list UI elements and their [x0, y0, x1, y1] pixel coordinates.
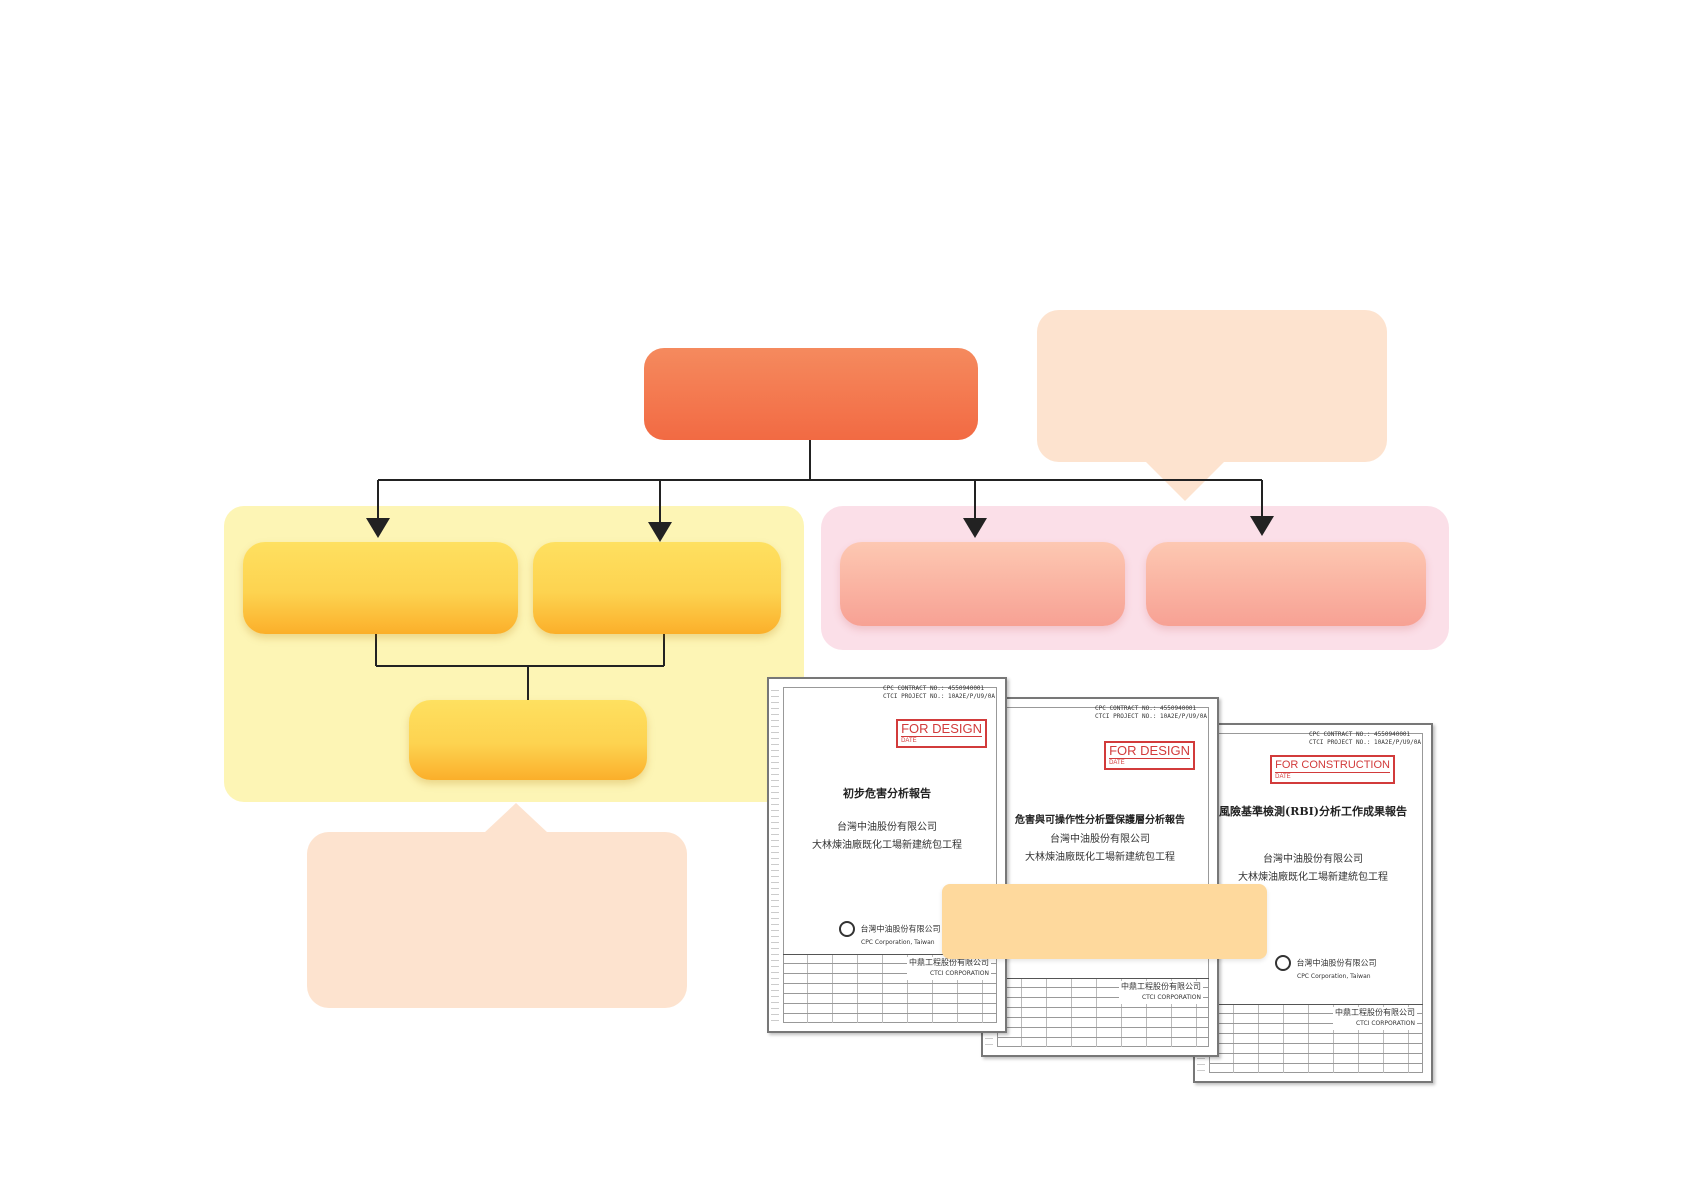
doc-title: 危害與可操作性分析暨保護層分析報告: [1015, 815, 1185, 826]
doc-header: CPC CONTRACT NO.: 4550940001 CTCI PROJEC…: [883, 685, 995, 701]
doc-contract-no: CPC CONTRACT NO.: 4550940001: [1095, 705, 1197, 712]
doc-project: 大林煉油廠既化工場新建統包工程: [1025, 852, 1175, 863]
doc-project-no: CTCI PROJECT NO.: 10A2E/P/U9/0A: [883, 693, 995, 700]
doc-contractor: 中鼎工程股份有限公司 CTCI CORPORATION: [1119, 981, 1203, 1004]
doc-owner: 台灣中油股份有限公司: [837, 822, 937, 833]
doc-stamp-text: FOR CONSTRUCTION: [1275, 759, 1390, 771]
doc-contractor: 中鼎工程股份有限公司 CTCI CORPORATION: [1333, 1007, 1417, 1030]
yellow-box-2: [533, 542, 781, 634]
doc-logo: 台灣中油股份有限公司 CPC Corporation, Taiwan: [839, 921, 941, 948]
pink-box-2: [1146, 542, 1426, 626]
doc-revision-table: 中鼎工程股份有限公司 CTCI CORPORATION: [783, 954, 997, 1023]
doc-stamp-text: FOR DESIGN: [901, 721, 982, 736]
yellow-box-1: [243, 542, 518, 634]
doc-project: 大林煉油廠既化工場新建統包工程: [812, 840, 962, 851]
doc-contractor: 中鼎工程股份有限公司 CTCI CORPORATION: [907, 957, 991, 980]
doc-stamp-date: DATE: [1109, 758, 1190, 767]
doc-title: 初步危害分析報告: [843, 787, 931, 800]
doc-owner: 台灣中油股份有限公司: [1050, 834, 1150, 845]
cpc-logo-icon: [1275, 955, 1291, 971]
doc-contract-no: CPC CONTRACT NO.: 4550940001: [883, 685, 985, 692]
doc-logo: 台灣中油股份有限公司 CPC Corporation, Taiwan: [1275, 955, 1377, 982]
pink-box-1: [840, 542, 1125, 626]
callout-bubble-top: [1037, 310, 1387, 462]
yellow-box-merged: [409, 700, 647, 780]
caption-box: [942, 884, 1267, 959]
callout-bubble-bottom-tail: [484, 803, 548, 833]
cpc-logo-icon: [839, 921, 855, 937]
doc-header: CPC CONTRACT NO.: 4550940001 CTCI PROJEC…: [1309, 731, 1421, 747]
doc-project-no: CTCI PROJECT NO.: 10A2E/P/U9/0A: [1309, 739, 1421, 746]
doc-revision-table: 中鼎工程股份有限公司 CTCI CORPORATION: [997, 978, 1209, 1047]
doc-header: CPC CONTRACT NO.: 4550940001 CTCI PROJEC…: [1095, 705, 1207, 721]
doc-owner: 台灣中油股份有限公司: [1263, 854, 1363, 865]
arrowhead-yellow-1: [366, 518, 390, 538]
report-document-hazop: CPC CONTRACT NO.: 4550940001 CTCI PROJEC…: [981, 697, 1219, 1057]
doc-stamp: FOR DESIGN DATE: [1104, 741, 1195, 770]
arrowhead-pink-2: [1250, 516, 1274, 536]
doc-revision-table: 中鼎工程股份有限公司 CTCI CORPORATION: [1209, 1004, 1423, 1073]
arrowhead-pink-1: [963, 518, 987, 538]
callout-bubble-bottom: [307, 832, 687, 1008]
doc-margin-ticks: [771, 689, 779, 1021]
doc-stamp: FOR CONSTRUCTION DATE: [1270, 755, 1395, 784]
doc-stamp: FOR DESIGN DATE: [896, 719, 987, 748]
doc-stamp-date: DATE: [901, 736, 982, 745]
root-box: [644, 348, 978, 440]
report-document-pha: CPC CONTRACT NO.: 4550940001 CTCI PROJEC…: [767, 677, 1007, 1033]
doc-title: 風險基準檢測(RBI)分析工作成果報告: [1219, 805, 1407, 818]
doc-contract-no: CPC CONTRACT NO.: 4550940001: [1309, 731, 1411, 738]
doc-stamp-date: DATE: [1275, 772, 1390, 781]
arrowhead-yellow-2: [648, 522, 672, 542]
doc-project-no: CTCI PROJECT NO.: 10A2E/P/U9/0A: [1095, 713, 1207, 720]
doc-stamp-text: FOR DESIGN: [1109, 743, 1190, 758]
doc-project: 大林煉油廠既化工場新建統包工程: [1238, 872, 1388, 883]
